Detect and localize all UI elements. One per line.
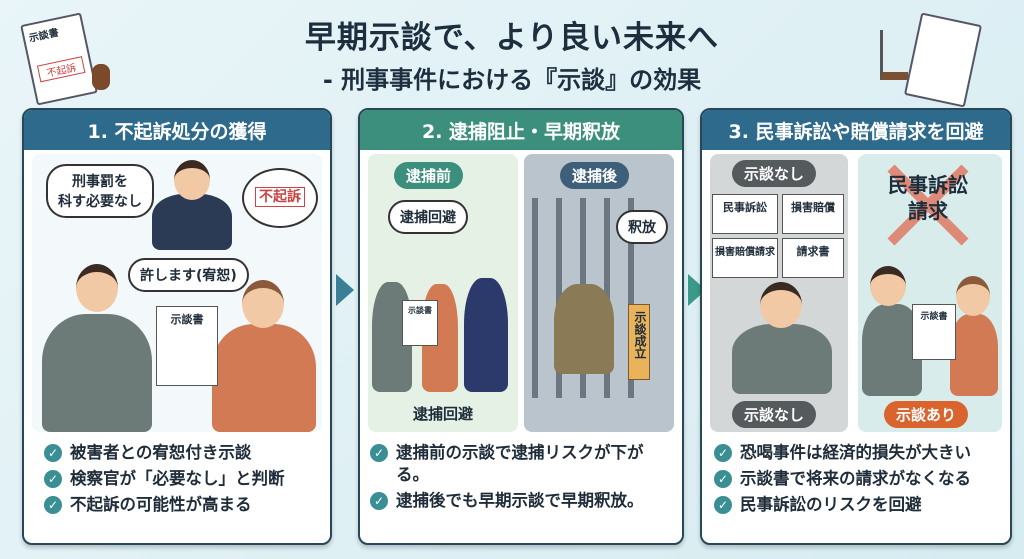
prosecutor-head xyxy=(174,160,210,200)
claim-document: 請求書 xyxy=(782,238,844,278)
woman-figure xyxy=(212,324,316,432)
with-settlement-caption: 示談あり xyxy=(884,401,969,428)
release-bubble: 釈放 xyxy=(616,210,668,244)
avoid-arrest-bubble: 逮捕回避 xyxy=(388,200,468,234)
settlement-document: 示談書 xyxy=(402,300,438,346)
doc-stamp: 不起訴 xyxy=(36,56,86,83)
bullet-item: ✓ 恐喝事件は経済的損失が大きい xyxy=(714,442,1002,464)
check-icon: ✓ xyxy=(370,492,388,510)
claim-document: 損害賠償請求 xyxy=(712,238,778,278)
woman-head xyxy=(242,280,284,328)
bullet-text: 民事訴訟のリスクを回避 xyxy=(740,495,922,514)
police-figure xyxy=(464,278,508,392)
arrow-right-icon xyxy=(336,274,354,306)
after-arrest-label: 逮捕後 xyxy=(560,162,630,189)
woman-figure xyxy=(950,314,998,396)
illustration-settlement: 刑事罰を 科す必要なし 不起訴 許します(宥恕) 示談書 xyxy=(32,154,322,432)
bullet-item: ✓ 逮捕後でも早期示談で早期釈放。 xyxy=(370,490,674,512)
claim-document: 損害賠償 xyxy=(782,194,844,234)
panel-non-prosecution: 1. 不起訴処分の獲得 刑事罰を 科す必要なし 不起訴 許します(宥恕) 示談書… xyxy=(22,108,332,545)
non-prosecution-stamp: 不起訴 xyxy=(255,187,305,207)
bullet-list: ✓ 被害者との宥恕付き示談 ✓ 検察官が「必要なし」と判断 ✓ 不起訴の可能性が高まる xyxy=(44,442,322,520)
settlement-document: 示談書 xyxy=(156,306,218,386)
bullet-item: ✓ 民事訴訟のリスクを回避 xyxy=(714,494,1002,516)
illustration-before-arrest: 逮捕前 逮捕回避 示談書 逮捕回避 xyxy=(368,154,518,432)
panel-header: 2. 逮捕阻止・早期釈放 xyxy=(360,110,682,150)
bullet-item: ✓ 逮捕前の示談で逮捕リスクが下がる。 xyxy=(370,442,674,486)
prosecutor-figure xyxy=(152,194,232,250)
claim-document: 民事訴訟 xyxy=(712,194,778,234)
crossed-claims-text: 民事訴訟 請求 xyxy=(888,173,968,223)
title: 早期示談で、より良い未来へ xyxy=(304,20,720,56)
bullet-item: ✓ 示談書で将来の請求がなくなる xyxy=(714,468,1002,490)
check-icon: ✓ xyxy=(44,470,62,488)
bullet-text: 逮捕前の示談で逮捕リスクが下がる。 xyxy=(396,443,644,484)
without-settlement-caption: 示談なし xyxy=(732,401,817,428)
check-icon: ✓ xyxy=(44,496,62,514)
stamp-icon xyxy=(92,64,110,90)
doc-title: 示談書 xyxy=(28,27,60,45)
bullet-text: 逮捕後でも早期示談で早期釈放。 xyxy=(396,491,644,510)
before-arrest-label: 逮捕前 xyxy=(394,162,464,189)
illustration-without-settlement: 示談なし 民事訴訟 損害賠償 損害賠償請求 請求書 示談なし xyxy=(710,154,848,432)
distressed-man-figure xyxy=(732,324,832,394)
check-icon: ✓ xyxy=(714,470,732,488)
check-icon: ✓ xyxy=(370,444,388,462)
check-icon: ✓ xyxy=(714,444,732,462)
bullet-list: ✓ 恐喝事件は経済的損失が大きい ✓ 示談書で将来の請求がなくなる ✓ 民事訴訟のリス… xyxy=(714,442,1002,520)
settlement-tag: 示談成立 xyxy=(628,304,650,380)
bullet-text: 不起訴の可能性が高まる xyxy=(70,495,252,514)
panel-header: 1. 不起訴処分の獲得 xyxy=(24,110,330,150)
check-icon: ✓ xyxy=(714,496,732,514)
woman-head xyxy=(956,276,990,316)
panel-arrest-prevention: 2. 逮捕阻止・早期釈放 逮捕前 逮捕回避 示談書 逮捕回避 逮捕後 釈放 示談… xyxy=(358,108,684,545)
detained-man-figure xyxy=(554,284,614,374)
bullet-text: 示談書で将来の請求がなくなる xyxy=(740,469,971,488)
bullet-text: 恐喝事件は経済的損失が大きい xyxy=(740,443,971,462)
settlement-document: 示談書 xyxy=(912,304,956,360)
bullet-list: ✓ 逮捕前の示談で逮捕リスクが下がる。 ✓ 逮捕後でも早期示談で早期釈放。 xyxy=(370,442,674,516)
man-head xyxy=(76,264,118,312)
stamp-bubble: 不起訴 xyxy=(242,168,318,228)
check-icon: ✓ xyxy=(44,444,62,462)
contract-document-decoration xyxy=(903,12,983,108)
bullet-item: ✓ 検察官が「必要なし」と判断 xyxy=(44,468,322,490)
without-settlement-label: 示談なし xyxy=(732,160,817,187)
bullet-text: 被害者との宥恕付き示談 xyxy=(70,443,252,462)
panel-civil-suit-avoidance: 3. 民事訴訟や賠償請求を回避 示談なし 民事訴訟 損害賠償 損害賠償請求 請求… xyxy=(700,108,1012,545)
settlement-document-decoration: 示談書 不起訴 xyxy=(20,12,98,106)
prosecutor-bubble: 刑事罰を 科す必要なし xyxy=(46,164,154,218)
bullet-item: ✓ 不起訴の可能性が高まる xyxy=(44,494,322,516)
panel-header: 3. 民事訴訟や賠償請求を回避 xyxy=(702,110,1010,150)
man-figure xyxy=(42,314,152,432)
subtitle: - 刑事事件における『示談』の効果 xyxy=(322,66,702,94)
bullet-text: 検察官が「必要なし」と判断 xyxy=(70,469,285,488)
illustration-with-settlement: 民事訴訟 請求 示談書 示談あり xyxy=(858,154,1002,432)
cross-icon xyxy=(887,164,969,246)
bullet-item: ✓ 被害者との宥恕付き示談 xyxy=(44,442,322,464)
distressed-man-head xyxy=(760,282,802,328)
before-arrest-caption: 逮捕回避 xyxy=(412,405,473,423)
illustration-after-arrest: 逮捕後 釈放 示談成立 xyxy=(524,154,674,432)
man-head xyxy=(870,266,906,306)
scales-icon xyxy=(880,30,908,80)
forgive-bubble: 許します(宥恕) xyxy=(128,258,249,292)
